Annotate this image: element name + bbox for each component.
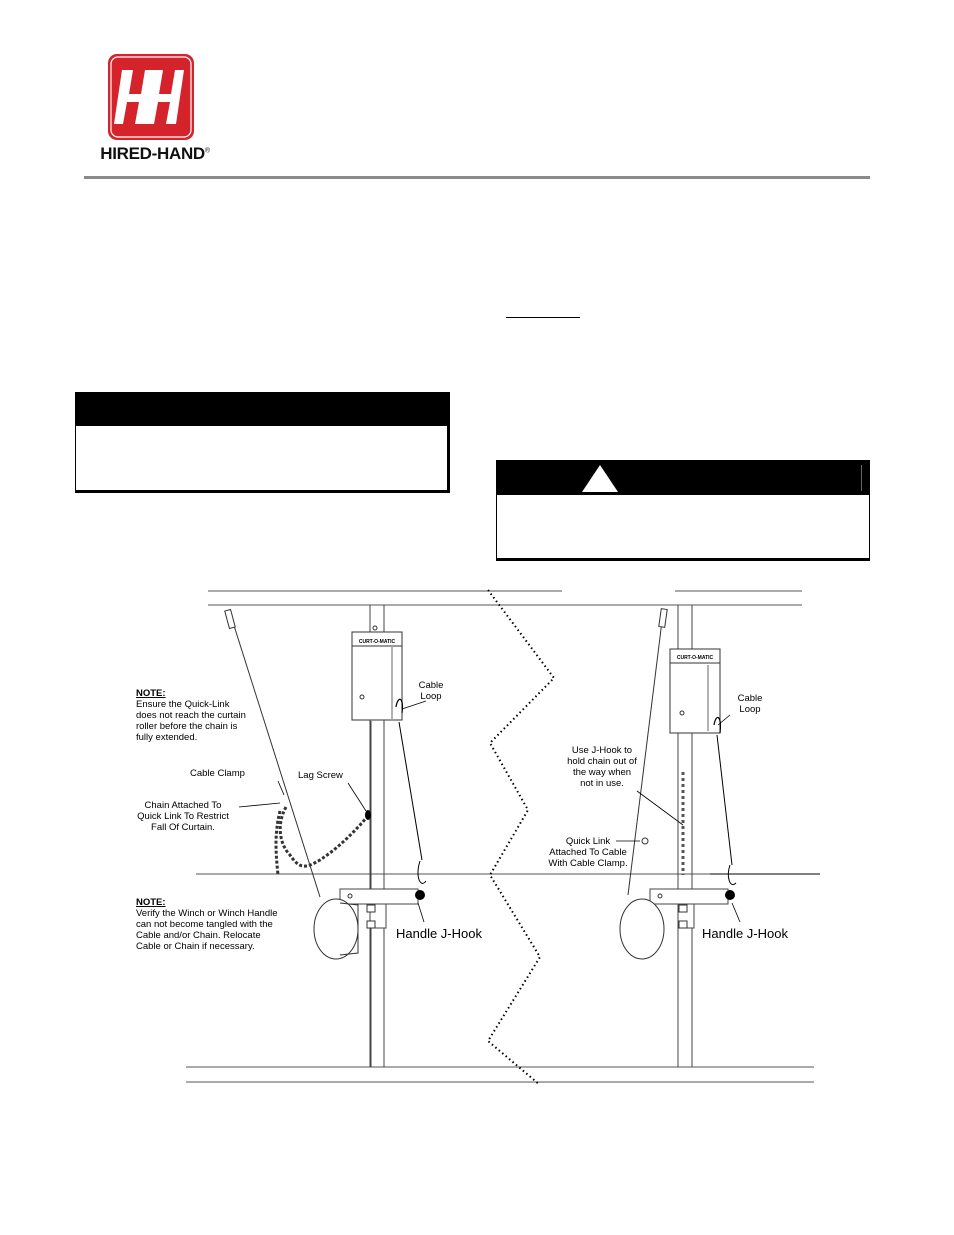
left-assembly [224, 605, 427, 1067]
chain-label-2: Quick Link To Restrict [137, 811, 229, 822]
left-cable-loop-2: Loop [420, 691, 441, 702]
note1-line-1: Ensure the Quick-Link [136, 699, 230, 710]
hh-monogram-icon [108, 54, 194, 140]
warning-triangle-icon [582, 465, 618, 492]
warning-box [496, 460, 870, 561]
jhook-note-2: hold chain out of [567, 756, 637, 767]
right-assembly [619, 605, 737, 1067]
brand-wordmark: HIRED-HAND® [80, 144, 230, 164]
registered-mark: ® [204, 147, 210, 155]
note2-line-1: Verify the Winch or Winch Handle [136, 908, 278, 919]
note2-line-3: Cable and/or Chain. Relocate [136, 930, 261, 941]
break-line [486, 589, 556, 1086]
chain-label-3: Fall Of Curtain. [151, 822, 215, 833]
jhook-note-4: not in use. [580, 778, 624, 789]
jhook-note-1: Use J-Hook to [572, 745, 632, 756]
header-edge-mark [861, 465, 862, 491]
note1-line-2: does not reach the curtain [136, 710, 246, 721]
underline-mark [506, 317, 580, 318]
left-handle-jhook-label: Handle J-Hook [396, 926, 482, 941]
right-unit-label: CURT-O-MATIC [677, 655, 714, 661]
warning-box-header [497, 461, 869, 495]
quick-link-note-1: Quick Link [566, 836, 611, 847]
note2-line-2: can not become tangled with the [136, 919, 273, 930]
left-cable-loop-1: Cable [419, 680, 444, 691]
right-cable-loop-2: Loop [739, 704, 760, 715]
note2-title: NOTE: [136, 897, 166, 908]
installation-diagram: CURT-O-MATIC CURT-O-MATIC NOTE: Ensure t… [136, 589, 820, 1086]
left-unit-label: CURT-O-MATIC [359, 639, 396, 645]
quick-link-note-3: With Cable Clamp. [548, 858, 627, 869]
brand-name: HIRED-HAND [100, 144, 205, 163]
chain-label-1: Chain Attached To [145, 800, 222, 811]
right-handle-jhook-label: Handle J-Hook [702, 926, 788, 941]
cable-clamp-label: Cable Clamp [190, 768, 245, 779]
note2-line-4: Cable or Chain if necessary. [136, 941, 255, 952]
note1-title: NOTE: [136, 688, 166, 699]
header-divider [84, 176, 870, 179]
notice-box [75, 392, 450, 493]
quick-link-note-2: Attached To Cable [549, 847, 626, 858]
jhook-note-3: the way when [573, 767, 631, 778]
right-cable-loop-1: Cable [738, 693, 763, 704]
hired-hand-logo: HIRED-HAND® [80, 54, 230, 166]
note1-line-4: fully extended. [136, 732, 197, 743]
lag-screw-label: Lag Screw [298, 770, 343, 781]
leader-lines [238, 700, 741, 923]
note1-line-3: roller before the chain is [136, 721, 238, 732]
notice-box-header [76, 393, 447, 426]
